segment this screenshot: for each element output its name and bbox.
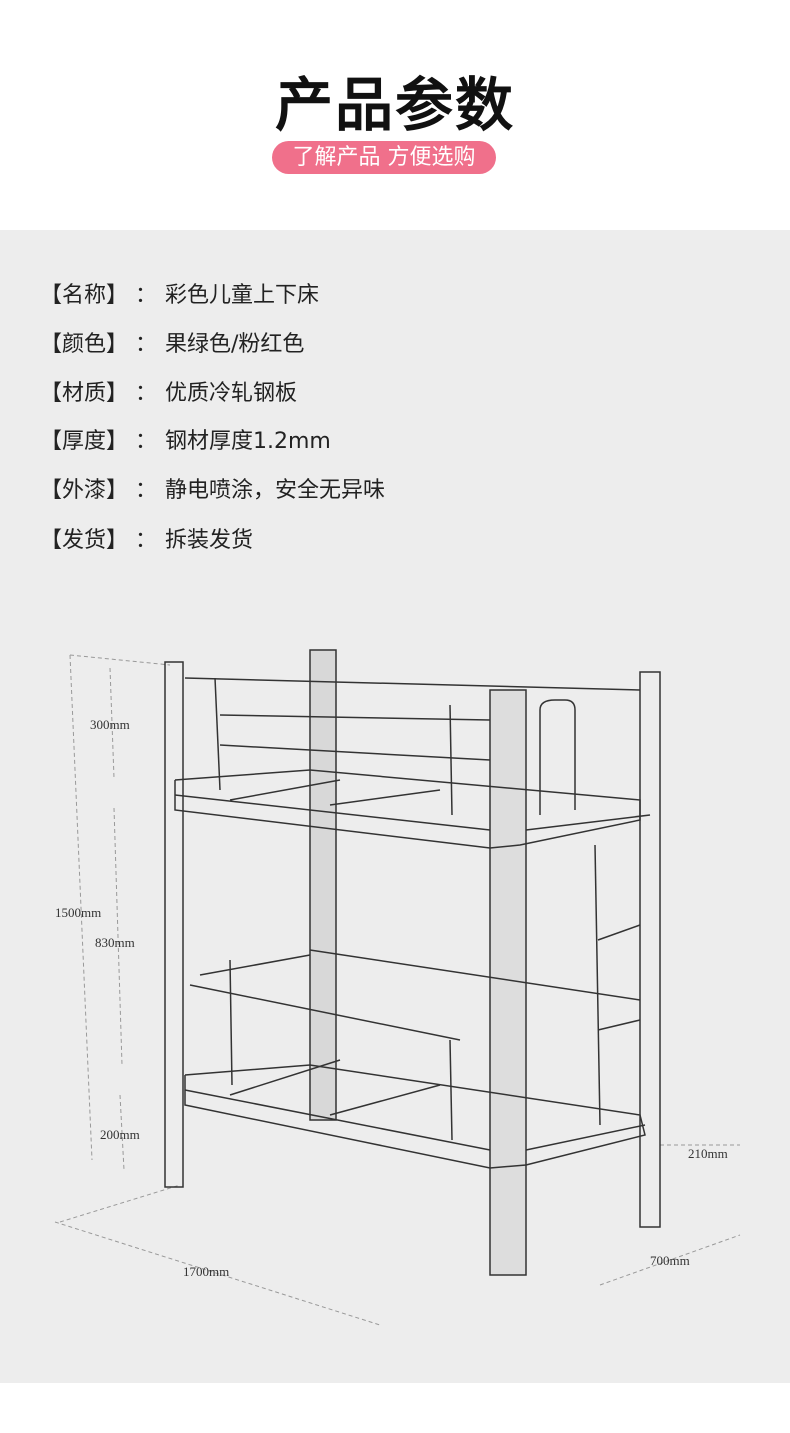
spec-colon: ：	[135, 283, 158, 308]
spec-colon: ：	[135, 381, 158, 406]
spec-row-shipping: 【发货】： 拆装发货	[40, 526, 253, 556]
bed-frame	[164, 649, 661, 1276]
dim-width: 700mm	[650, 1253, 690, 1268]
spec-value: 钢材厚度1.2mm	[165, 429, 331, 454]
dim-rail-height: 300mm	[90, 717, 130, 732]
spec-colon: ：	[135, 528, 158, 553]
spec-colon: ：	[135, 332, 158, 357]
spec-label: 【颜色】	[40, 332, 129, 357]
dim-length: 1700mm	[183, 1264, 230, 1279]
dim-total-height: 1500mm	[55, 905, 102, 920]
spec-colon: ：	[135, 478, 158, 503]
spec-panel	[0, 230, 790, 1383]
spec-row-thickness: 【厚度】： 钢材厚度1.2mm	[40, 427, 331, 457]
spec-value: 优质冷轧钢板	[165, 381, 298, 406]
dimension-lines	[54, 654, 741, 1326]
spec-colon: ：	[135, 429, 158, 454]
spec-label: 【材质】	[40, 381, 129, 406]
spec-value: 静电喷涂，安全无异味	[165, 478, 386, 503]
spec-row-paint: 【外漆】： 静电喷涂，安全无异味	[40, 476, 385, 506]
spec-label: 【发货】	[40, 528, 129, 553]
spec-value: 果绿色/粉红色	[165, 332, 305, 357]
spec-label: 【厚度】	[40, 429, 129, 454]
bunk-bed-drawing	[54, 649, 741, 1326]
spec-label: 【外漆】	[40, 478, 129, 503]
spec-row-material: 【材质】： 优质冷轧钢板	[40, 379, 297, 409]
spec-value: 拆装发货	[165, 528, 254, 553]
page-title: 产品参数	[274, 71, 515, 139]
spec-label: 【名称】	[40, 283, 129, 308]
dim-bottom-clearance: 200mm	[100, 1127, 140, 1142]
dim-bunk-gap: 830mm	[95, 935, 135, 950]
spec-row-name: 【名称】： 彩色儿童上下床	[40, 281, 319, 311]
dim-side: 210mm	[688, 1146, 728, 1161]
subtitle-badge: 了解产品 方便选购	[272, 141, 496, 174]
spec-value: 彩色儿童上下床	[165, 283, 320, 308]
spec-row-color: 【颜色】： 果绿色/粉红色	[40, 330, 304, 360]
